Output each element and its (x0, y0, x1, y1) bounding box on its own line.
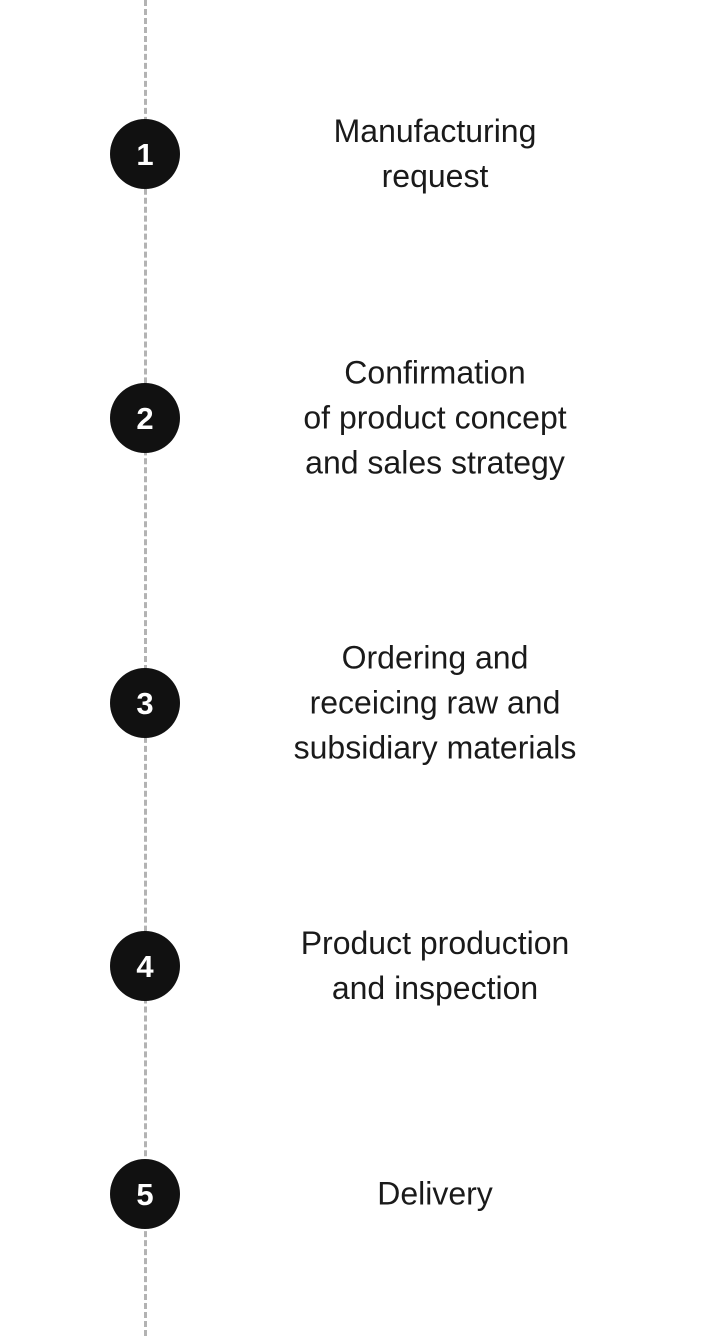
step-label-2: Confirmation of product concept and sale… (303, 354, 567, 481)
step-label-4: Product production and inspection (300, 925, 570, 1006)
step-number-badge-4[interactable]: 4 (110, 931, 180, 1001)
step-number-badge-3[interactable]: 3 (110, 668, 180, 738)
step-number-badge-2[interactable]: 2 (110, 383, 180, 453)
step-number-badge-5[interactable]: 5 (110, 1159, 180, 1229)
step-label-5: Delivery (377, 1175, 493, 1212)
step-label-3: Ordering and receicing raw and subsidiar… (293, 639, 577, 766)
step-label-1: Manufacturing request (333, 113, 537, 194)
step-number-badge-1[interactable]: 1 (110, 119, 180, 189)
